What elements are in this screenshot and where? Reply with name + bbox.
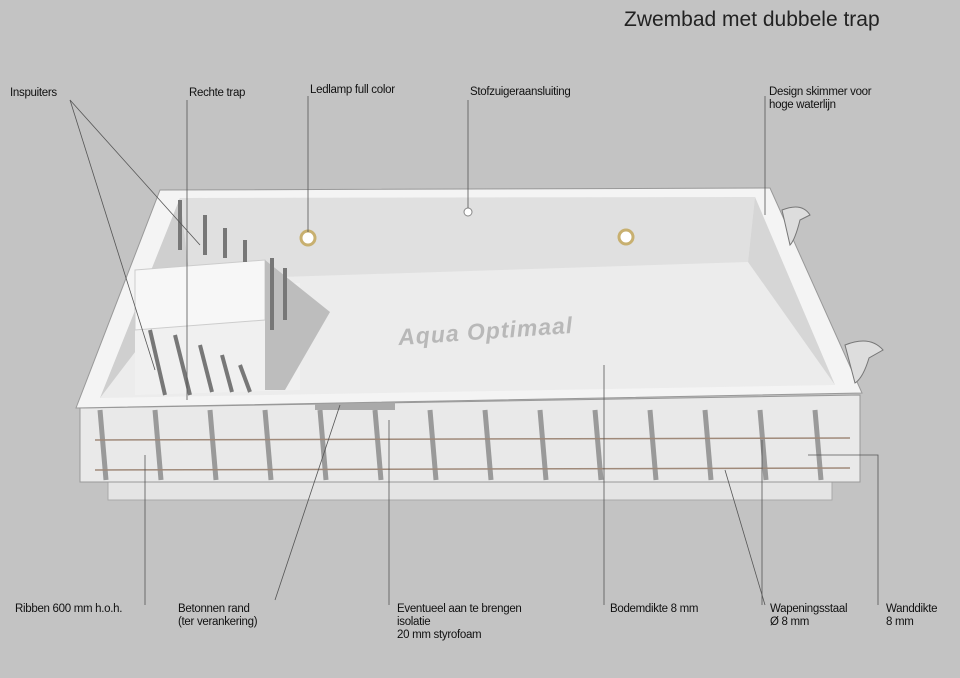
skimmer-bottom <box>844 340 884 384</box>
stairs-shadow <box>265 260 330 390</box>
rib <box>372 409 384 481</box>
label-skimmer-line1: Design skimmer voor <box>769 86 872 98</box>
led-lamp-left <box>299 229 317 247</box>
skimmer-top <box>781 206 811 246</box>
leader-lines <box>69 96 879 606</box>
rebar-top <box>94 437 851 441</box>
label-ribben: Ribben 600 mm h.o.h. <box>15 603 123 615</box>
right-wall <box>748 197 835 385</box>
label-ledlamp: Ledlamp full color <box>310 84 395 96</box>
rib <box>97 409 109 481</box>
stair-step <box>148 329 167 396</box>
label-wapening-line2: Ø 8 mm <box>770 616 810 628</box>
label-isolatie-line3: 20 mm styrofoam <box>397 629 482 641</box>
rib <box>152 409 164 481</box>
rib <box>207 409 219 481</box>
label-bodemdikte: Bodemdikte 8 mm <box>610 603 699 615</box>
rib <box>317 409 329 481</box>
stair-step <box>173 334 192 396</box>
label-skimmer-line2: hoge waterlijn <box>769 99 836 111</box>
label-rechte-trap: Rechte trap <box>189 87 246 99</box>
label-wanddikte-line2: 8 mm <box>886 616 914 628</box>
stair-step <box>238 364 252 393</box>
stair-step <box>220 354 234 393</box>
stairs-block <box>134 259 266 331</box>
label-betonnen-line2: (ter verankering) <box>178 616 258 628</box>
back-wall <box>180 197 755 280</box>
label-betonnen-line1: Betonnen rand <box>178 603 250 615</box>
label-wanddikte-line1: Wanddikte <box>886 603 938 615</box>
ribs <box>97 409 824 481</box>
vacuum-connection <box>463 207 473 217</box>
rebar-bottom <box>94 467 851 471</box>
stair-step <box>198 344 214 393</box>
concrete-base <box>107 481 833 501</box>
diagram-title: Zwembad met dubbele trap <box>624 8 880 31</box>
rib <box>262 409 274 481</box>
label-wapening-line1: Wapeningsstaal <box>770 603 848 615</box>
rib <box>427 409 439 481</box>
label-betonnen-rand: Betonnen rand(ter verankering) <box>178 603 258 629</box>
stair-steps <box>148 200 287 396</box>
label-isolatie-line2: isolatie <box>397 616 431 628</box>
label-isolatie-line1: Eventueel aan te brengen <box>397 603 522 615</box>
label-inspuiters: Inspuiters <box>10 87 57 99</box>
label-stofzuiger: Stofzuigeraansluiting <box>470 86 571 98</box>
led-lamp-right <box>617 228 635 246</box>
